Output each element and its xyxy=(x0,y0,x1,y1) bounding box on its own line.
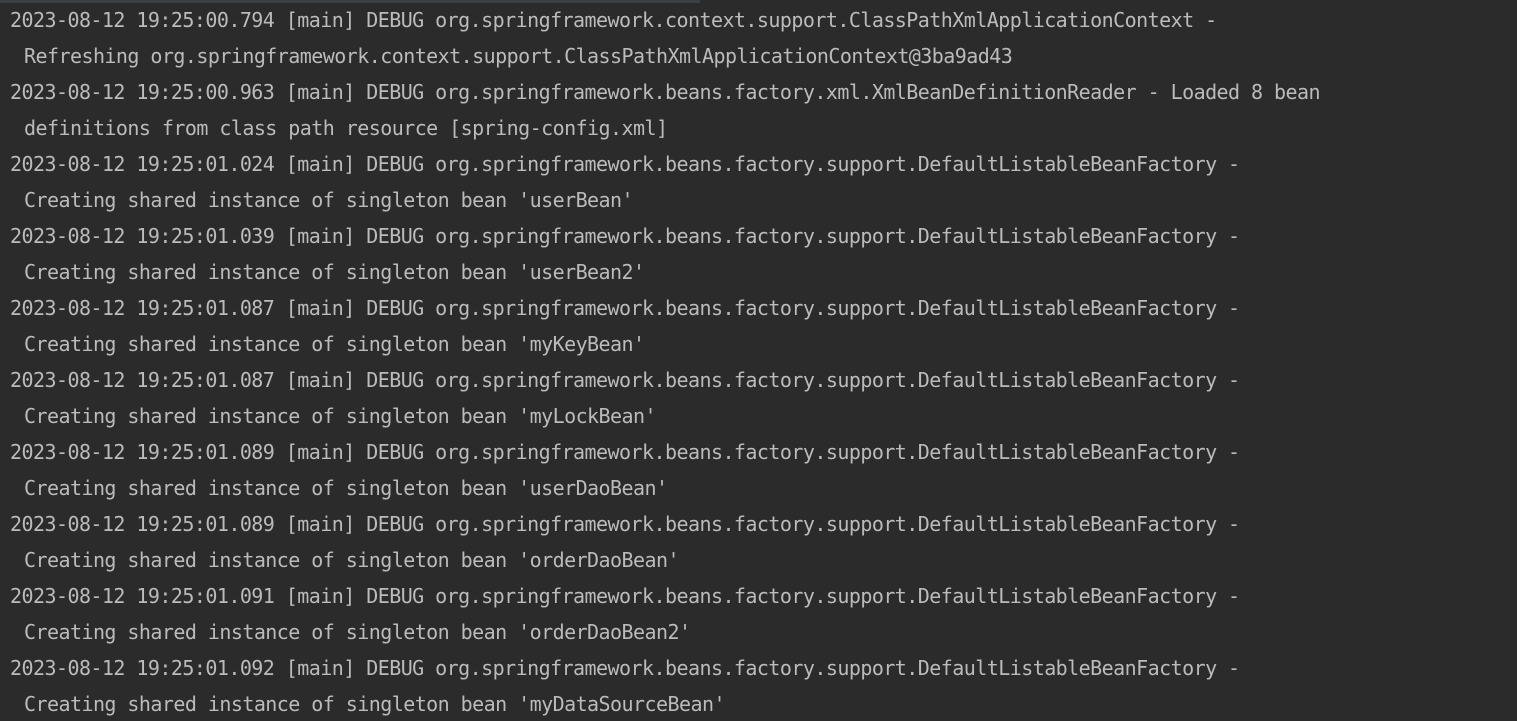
log-line-continuation: Creating shared instance of singleton be… xyxy=(24,404,657,428)
log-line: 2023-08-12 19:25:00.794 [main] DEBUG org… xyxy=(10,8,1217,32)
log-line-continuation: Creating shared instance of singleton be… xyxy=(24,692,726,716)
log-line: 2023-08-12 19:25:01.087 [main] DEBUG org… xyxy=(10,368,1240,392)
log-line-continuation: Creating shared instance of singleton be… xyxy=(24,548,680,572)
log-entry-10: 2023-08-12 19:25:01.092 [main] DEBUG org… xyxy=(0,650,1517,721)
log-entry-2: 2023-08-12 19:25:00.963 [main] DEBUG org… xyxy=(0,74,1517,146)
log-line-continuation: Creating shared instance of singleton be… xyxy=(24,476,668,500)
log-line: 2023-08-12 19:25:01.087 [main] DEBUG org… xyxy=(10,296,1240,320)
log-line: 2023-08-12 19:25:01.089 [main] DEBUG org… xyxy=(10,440,1240,464)
log-line: 2023-08-12 19:25:01.024 [main] DEBUG org… xyxy=(10,152,1240,176)
log-line-continuation: Creating shared instance of singleton be… xyxy=(24,188,634,212)
log-line: 2023-08-12 19:25:01.091 [main] DEBUG org… xyxy=(10,584,1240,608)
log-entry-6: 2023-08-12 19:25:01.087 [main] DEBUG org… xyxy=(0,362,1517,434)
log-line-continuation: Creating shared instance of singleton be… xyxy=(24,260,645,284)
log-line: 2023-08-12 19:25:00.963 [main] DEBUG org… xyxy=(10,80,1321,104)
log-entry-8: 2023-08-12 19:25:01.089 [main] DEBUG org… xyxy=(0,506,1517,578)
log-entry-7: 2023-08-12 19:25:01.089 [main] DEBUG org… xyxy=(0,434,1517,506)
horizontal-scrollbar[interactable] xyxy=(0,0,700,3)
log-entry-1: 2023-08-12 19:25:00.794 [main] DEBUG org… xyxy=(0,2,1517,74)
log-line-continuation: Creating shared instance of singleton be… xyxy=(24,620,691,644)
log-line-continuation: Creating shared instance of singleton be… xyxy=(24,332,645,356)
log-entry-5: 2023-08-12 19:25:01.087 [main] DEBUG org… xyxy=(0,290,1517,362)
log-line: 2023-08-12 19:25:01.092 [main] DEBUG org… xyxy=(10,656,1240,680)
log-line: 2023-08-12 19:25:01.089 [main] DEBUG org… xyxy=(10,512,1240,536)
log-line-continuation: Refreshing org.springframework.context.s… xyxy=(24,44,1013,68)
log-line-continuation: definitions from class path resource [sp… xyxy=(24,116,668,140)
log-entry-4: 2023-08-12 19:25:01.039 [main] DEBUG org… xyxy=(0,218,1517,290)
log-line: 2023-08-12 19:25:01.039 [main] DEBUG org… xyxy=(10,224,1240,248)
log-entry-3: 2023-08-12 19:25:01.024 [main] DEBUG org… xyxy=(0,146,1517,218)
log-entry-9: 2023-08-12 19:25:01.091 [main] DEBUG org… xyxy=(0,578,1517,650)
